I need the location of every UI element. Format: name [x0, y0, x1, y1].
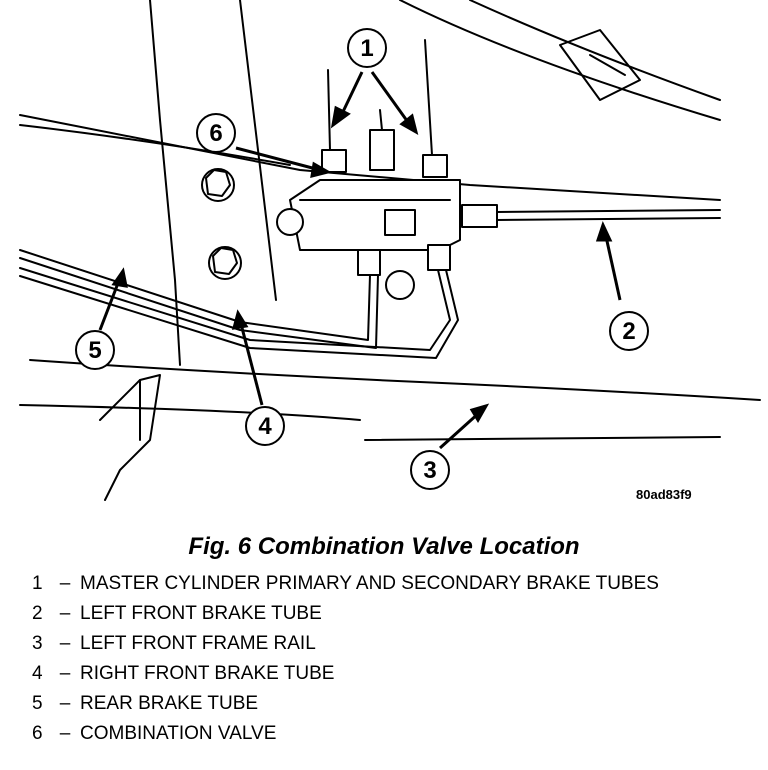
callout-2: [609, 311, 649, 351]
legend-separator: –: [59, 603, 71, 624]
callout-3-number: 3: [423, 457, 436, 484]
master-cylinder-tube: [424, 39, 433, 156]
legend-separator: –: [59, 723, 71, 744]
legend-item: 2 – LEFT FRONT BRAKE TUBE: [32, 604, 732, 624]
frame-rail-upper: [19, 124, 291, 166]
legend-number: 1: [32, 573, 43, 594]
legend-label: MASTER CYLINDER PRIMARY AND SECONDARY BR…: [80, 573, 659, 594]
valve-body: [289, 179, 461, 251]
legend-label: COMBINATION VALVE: [80, 723, 277, 744]
frame-rail-edge: [364, 436, 721, 441]
firewall-panel: [149, 0, 181, 366]
left-front-brake-tube: [496, 209, 721, 213]
legend-separator: –: [59, 633, 71, 654]
right-front-brake-tube: [19, 249, 371, 341]
bracket: [99, 374, 161, 501]
legend-item: 1 – MASTER CYLINDER PRIMARY AND SECONDAR…: [32, 574, 732, 594]
legend-item: 6 – COMBINATION VALVE: [32, 724, 732, 744]
callout-5-number: 5: [88, 337, 101, 364]
legend-separator: –: [59, 693, 71, 714]
booster-tube: [399, 0, 721, 121]
callout-4-number: 4: [258, 413, 272, 440]
frame-rail-outline: [19, 114, 721, 201]
callout-2-number: 2: [622, 318, 635, 345]
callout-6-number: 6: [209, 120, 222, 147]
callout-6: [196, 113, 236, 153]
mounting-bolt: [208, 246, 242, 280]
callout-legend: 1 – MASTER CYLINDER PRIMARY AND SECONDAR…: [32, 574, 732, 754]
rear-brake-tube: [19, 267, 451, 351]
legend-number: 4: [32, 663, 43, 684]
legend-number: 3: [32, 633, 43, 654]
legend-separator: –: [59, 573, 71, 594]
legend-item: 3 – LEFT FRONT FRAME RAIL: [32, 634, 732, 654]
legend-label: LEFT FRONT FRAME RAIL: [80, 633, 316, 654]
callout-1: [347, 28, 387, 68]
mounting-bolt: [201, 168, 235, 202]
callout-5: [75, 330, 115, 370]
legend-label: REAR BRAKE TUBE: [80, 693, 259, 714]
legend-item: 4 – RIGHT FRONT BRAKE TUBE: [32, 664, 732, 684]
legend-number: 5: [32, 693, 43, 714]
frame-rail-bottom: [19, 404, 361, 421]
legend-item: 5 – REAR BRAKE TUBE: [32, 694, 732, 714]
legend-number: 2: [32, 603, 43, 624]
legend-number: 6: [32, 723, 43, 744]
legend-label: LEFT FRONT BRAKE TUBE: [80, 603, 322, 624]
callout-4: [245, 406, 285, 446]
master-cylinder-tube: [379, 109, 383, 131]
figure-caption: Fig. 6 Combination Valve Location: [188, 533, 580, 560]
combination-valve-illustration: 1 6 2 5 4 3: [19, 0, 761, 501]
legend-separator: –: [59, 663, 71, 684]
frame-rail-lower: [29, 359, 761, 401]
master-cylinder-tube: [327, 69, 331, 151]
firewall-panel-edge: [239, 0, 277, 301]
legend-label: RIGHT FRONT BRAKE TUBE: [80, 663, 335, 684]
callout-1-number: 1: [360, 35, 373, 62]
figure-reference-code: 80ad83f9: [636, 487, 692, 502]
callout-3: [410, 450, 450, 490]
